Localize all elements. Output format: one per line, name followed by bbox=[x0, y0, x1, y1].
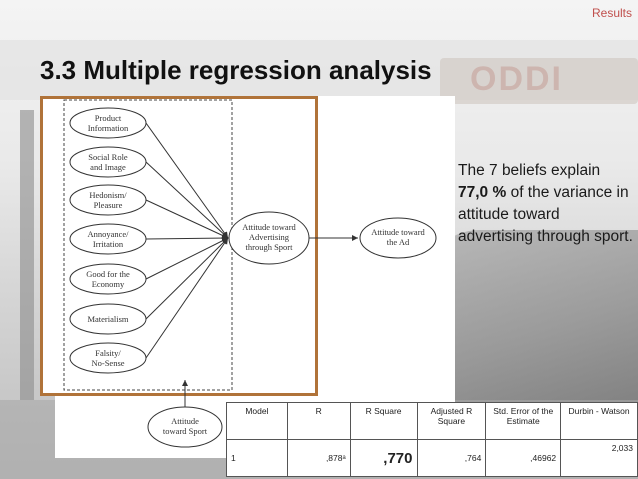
table-row: 1 ,878ᵃ ,770 ,764 ,46962 2,033 bbox=[226, 439, 638, 477]
belief-arrow bbox=[145, 161, 229, 239]
header-model: Model bbox=[226, 402, 288, 440]
belief-label: No-Sense bbox=[91, 358, 124, 368]
attitude-sport-line1: Attitude bbox=[171, 416, 199, 426]
belief-label: Social Role bbox=[88, 152, 128, 162]
header-durbin-watson: Durbin - Watson bbox=[560, 402, 638, 440]
header-adjusted-r-square: Adjusted R Square bbox=[416, 402, 487, 440]
cell-r-square: ,770 bbox=[349, 439, 418, 477]
header-r-square: R Square bbox=[349, 402, 418, 440]
belief-label: Product bbox=[95, 113, 122, 123]
table-header-row: Model R R Square Adjusted R Square Std. … bbox=[226, 402, 638, 440]
slide-title: 3.3 Multiple regression analysis bbox=[40, 55, 432, 85]
belief-label: Hedonism/ bbox=[89, 190, 127, 200]
belief-arrow bbox=[145, 199, 229, 239]
attitude-ad-line1: Attitude toward bbox=[371, 227, 425, 237]
model-summary-table: Model R R Square Adjusted R Square Std. … bbox=[226, 402, 638, 477]
belief-label: and Image bbox=[90, 162, 126, 172]
cell-r: ,878ᵃ bbox=[286, 439, 351, 477]
header-r: R bbox=[286, 402, 351, 440]
belief-label: Pleasure bbox=[94, 200, 123, 210]
cell-std-error: ,46962 bbox=[485, 439, 562, 477]
belief-arrow bbox=[145, 237, 229, 280]
belief-arrow bbox=[145, 235, 229, 242]
belief-arrow bbox=[145, 237, 229, 320]
belief-label: Annoyance/ bbox=[87, 229, 129, 239]
slide-description: The 7 beliefs explain 77,0 % of the vari… bbox=[458, 160, 633, 248]
belief-label: Good for the bbox=[86, 269, 130, 279]
belief-arrow bbox=[145, 237, 229, 359]
section-label: Results bbox=[591, 6, 632, 20]
belief-label: Economy bbox=[92, 279, 125, 289]
belief-label: Irritation bbox=[93, 239, 124, 249]
belief-label: Materialism bbox=[87, 314, 128, 324]
header-std-error: Std. Error of the Estimate bbox=[485, 402, 562, 440]
attitude-ad-node bbox=[359, 217, 437, 259]
attitude-ad-line2: the Ad bbox=[387, 237, 410, 247]
attitude-advertising-line2: Advertising bbox=[249, 232, 290, 242]
belief-arrow bbox=[145, 122, 229, 239]
cell-model: 1 bbox=[226, 439, 288, 477]
belief-label: Falsity/ bbox=[95, 348, 121, 358]
cell-durbin-watson: 2,033 bbox=[560, 439, 638, 477]
belief-label: Information bbox=[88, 123, 129, 133]
description-highlight: 77,0 % bbox=[458, 184, 507, 201]
description-part1: The 7 beliefs explain bbox=[458, 162, 601, 179]
attitude-advertising-line3: through Sport bbox=[246, 242, 294, 252]
description-part2: of the variance in attitude toward adver… bbox=[458, 184, 633, 245]
attitude-sport-line2: toward Sport bbox=[163, 426, 208, 436]
cell-adjusted-r-square: ,764 bbox=[416, 439, 487, 477]
attitude-advertising-line1: Attitude toward bbox=[242, 222, 296, 232]
